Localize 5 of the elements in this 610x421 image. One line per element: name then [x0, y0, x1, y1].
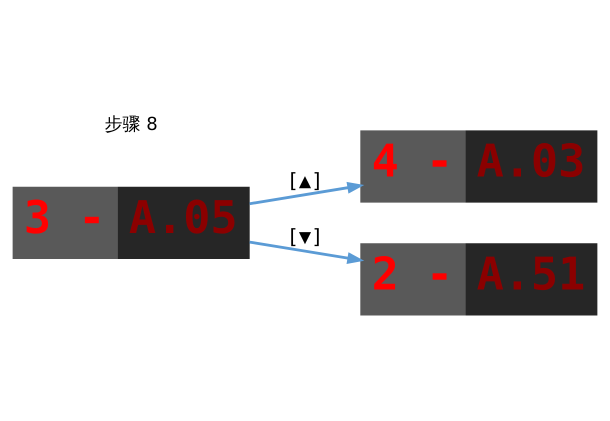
- arrow: [249, 240, 364, 264]
- edge-label: [▲]: [286, 168, 324, 192]
- edge-label: [▼]: [286, 224, 324, 249]
- label: 步骤 8: [104, 114, 158, 136]
- arrow: [249, 182, 364, 206]
